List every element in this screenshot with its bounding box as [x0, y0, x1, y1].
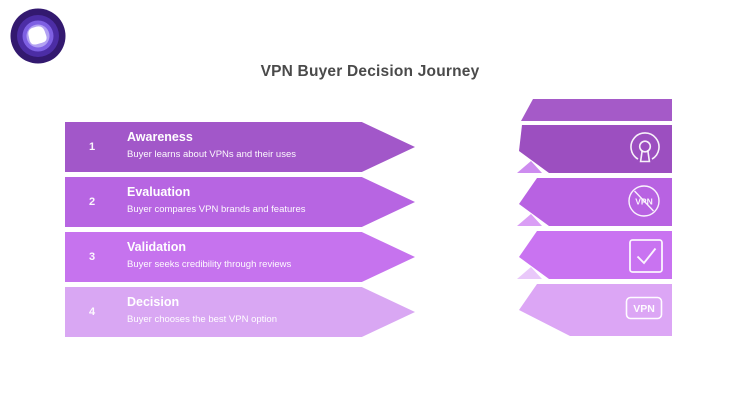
step-text: Awareness Buyer learns about VPNs and th… [127, 130, 355, 160]
ribbon-graphic: VPN VPN [517, 99, 672, 336]
step-description: Buyer seeks credibility through reviews [127, 259, 292, 271]
step-text: Decision Buyer chooses the best VPN opti… [127, 295, 355, 325]
openvpn-icon [630, 132, 660, 163]
step-number: 3 [88, 251, 96, 263]
step-number: 4 [88, 306, 96, 318]
checkmark-box-icon [629, 239, 663, 273]
logo-center-pick [28, 26, 47, 45]
ribbon-segment-validation [519, 231, 672, 279]
step-title: Evaluation [127, 185, 191, 199]
step-arrow-awareness: 1 Awareness Buyer learns about VPNs and … [65, 122, 415, 172]
vpn-brand-logo-icon [10, 8, 66, 64]
svg-text:VPN: VPN [633, 303, 655, 315]
step-description: Buyer chooses the best VPN option [127, 314, 277, 326]
ribbon-fold-3 [517, 267, 542, 279]
step-title: Validation [127, 240, 187, 254]
vpn-badge-icon: VPN [625, 296, 663, 320]
step-description: Buyer compares VPN brands and features [127, 204, 306, 216]
step-title: Awareness [127, 130, 193, 144]
step-arrow-evaluation: 2 Evaluation Buyer compares VPN brands a… [65, 177, 415, 227]
step-arrow-decision: 4 Decision Buyer chooses the best VPN op… [65, 287, 415, 337]
step-title: Decision [127, 295, 180, 309]
ribbon-header-band [521, 99, 672, 121]
step-description: Buyer learns about VPNs and their uses [127, 149, 296, 161]
no-vpn-icon: VPN [628, 185, 660, 217]
ribbon-segment-awareness [519, 125, 672, 173]
step-number: 2 [88, 196, 96, 208]
ribbon-fold-2 [517, 214, 542, 226]
step-text: Validation Buyer seeks credibility throu… [127, 240, 355, 270]
ribbon-fold-1 [517, 161, 542, 173]
page-title: VPN Buyer Decision Journey [260, 63, 480, 80]
step-text: Evaluation Buyer compares VPN brands and… [127, 185, 355, 215]
step-arrow-validation: 3 Validation Buyer seeks credibility thr… [65, 232, 415, 282]
step-number: 1 [88, 141, 96, 153]
